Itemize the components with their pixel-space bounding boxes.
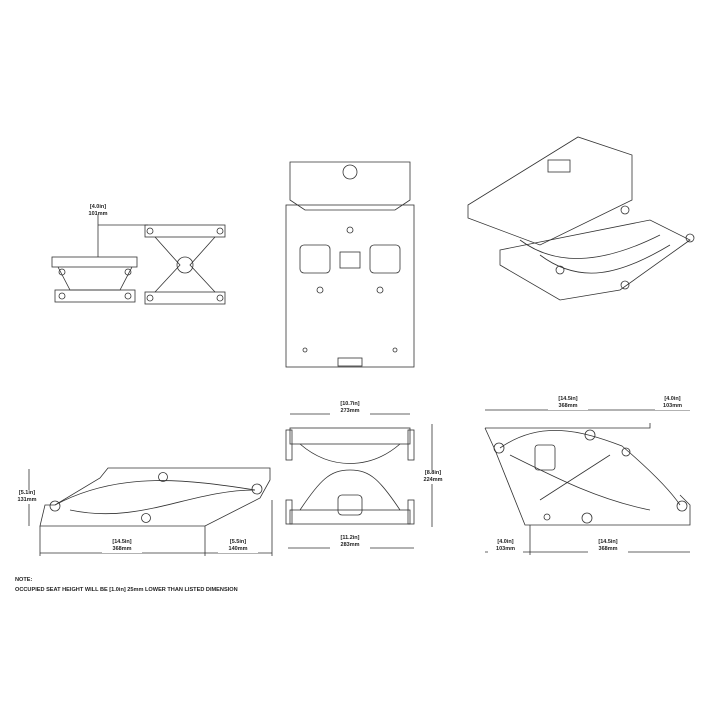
dim-mm: 283mm — [340, 542, 360, 548]
dim-mm: 103mm — [663, 403, 682, 409]
dim-in: [4.0in] — [89, 204, 107, 210]
dim-front-height: [8.8in] 224mm — [418, 470, 448, 484]
dim-mm: 368mm — [598, 546, 618, 552]
small-front-view — [144, 224, 226, 305]
dim-front-bottom-width: [11.2in] 283mm — [330, 535, 370, 549]
dim-side-left-length: [14.5in] 368mm — [102, 539, 142, 553]
dim-front-top-width: [10.7in] 273mm — [330, 401, 370, 415]
note: NOTE: OCCUPIED SEAT HEIGHT WILL BE [1.0i… — [15, 575, 238, 595]
dim-mm: 224mm — [423, 477, 443, 483]
top-plan-view — [285, 161, 415, 368]
dim-mm: 140mm — [228, 546, 248, 552]
dim-mm: 368mm — [112, 546, 132, 552]
dim-side-right-top-length: [14.5in] 368mm — [548, 396, 588, 410]
dim-mm: 101mm — [88, 211, 108, 217]
dim-mm: 103mm — [496, 546, 515, 552]
dim-in: [10.7in] — [340, 401, 360, 407]
dim-side-left-offset: [5.5in] 140mm — [218, 539, 258, 553]
dim-side-right-bottom-offset: [4.0in] 103mm — [488, 539, 523, 553]
right-side-view — [484, 409, 691, 555]
dim-in: [14.5in] — [112, 539, 132, 545]
dim-in: [5.5in] — [229, 539, 247, 545]
dim-in: [5.1in] — [18, 490, 36, 496]
dim-in: [8.8in] — [424, 470, 442, 476]
dim-side-right-bottom-length: [14.5in] 368mm — [588, 539, 628, 553]
dim-in: [14.5in] — [598, 539, 618, 545]
front-view — [285, 413, 433, 549]
dim-mm: 368mm — [558, 403, 578, 409]
dim-in: [4.0in] — [497, 539, 514, 545]
dim-side-left-height: [5.1in] 131mm — [12, 490, 42, 504]
note-title: NOTE: — [15, 577, 33, 583]
isometric-view — [467, 136, 695, 301]
dim-in: [11.2in] — [340, 535, 360, 541]
dim-in: [4.0in] — [664, 396, 681, 402]
note-text: OCCUPIED SEAT HEIGHT WILL BE [1.0in] 25m… — [15, 587, 238, 593]
dim-top-left-height: [4.0in] 101mm — [78, 204, 118, 218]
dim-in: [14.5in] — [558, 396, 578, 402]
dim-side-right-top-offset: [4.0in] 103mm — [655, 396, 690, 410]
small-collapsed-view — [51, 215, 148, 303]
dim-mm: 131mm — [17, 497, 37, 503]
dim-mm: 273mm — [340, 408, 360, 414]
